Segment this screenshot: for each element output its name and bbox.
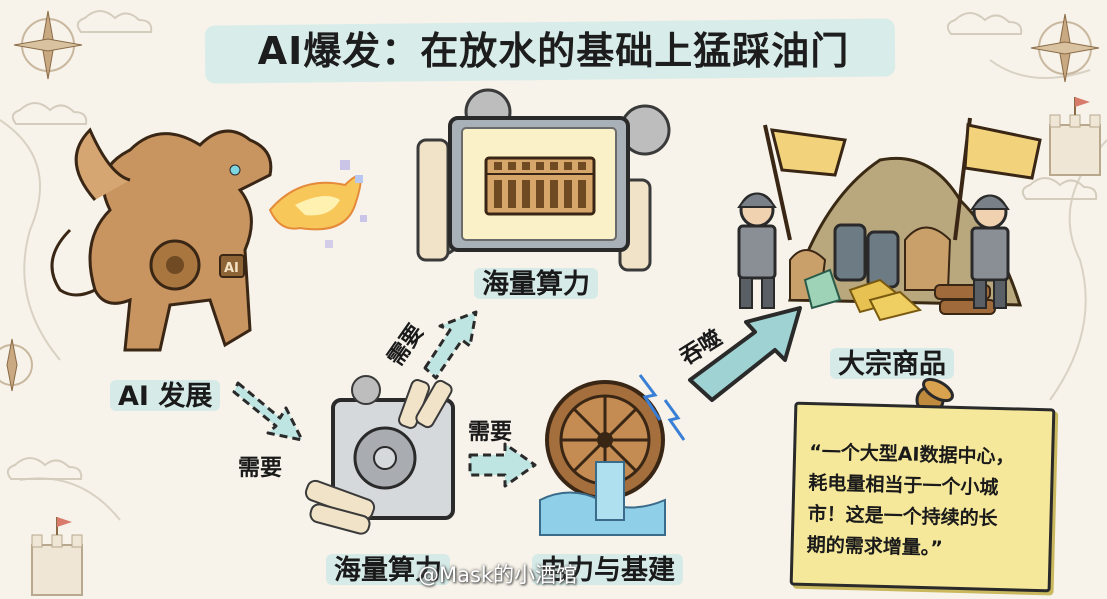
lightning-icon xyxy=(638,374,662,421)
node-label-ai: AI 发展 xyxy=(110,374,221,413)
node-label-power: 电力与基建 xyxy=(532,548,683,587)
arrow-power-to-commodities xyxy=(688,306,802,402)
flag-icon xyxy=(770,128,847,177)
node-label-power-text: 电力与基建 xyxy=(540,555,675,586)
soldier-icon xyxy=(953,117,1042,309)
castle-icon xyxy=(31,517,83,596)
watermark: @Mask的小酒馆 xyxy=(418,563,578,587)
soldier-icon xyxy=(737,124,847,309)
compass-icon xyxy=(13,10,83,80)
node-label-compute-mid-text: 海量算力 xyxy=(334,555,442,586)
arrow-ai-to-compute xyxy=(232,381,304,442)
flag-icon xyxy=(963,123,1042,180)
note-line: 期的需求增量。” xyxy=(806,533,944,560)
svg-text:AI: AI xyxy=(224,261,239,276)
castle-icon xyxy=(1049,97,1101,176)
node-label-commodities-text: 大宗商品 xyxy=(838,349,946,380)
commodities-pile xyxy=(787,156,1023,322)
sticky-note-text: “一个大型AI数据中心， 耗电量相当于一个小城 市！这是一个持续的长 期的需求增… xyxy=(806,437,1041,567)
gear-icon xyxy=(351,375,381,405)
cloud-decoration xyxy=(6,10,1098,480)
node-label-ai-text: AI 发展 xyxy=(118,381,213,412)
compute-top-panel xyxy=(416,88,671,272)
node-label-compute-mid: 海量算力 xyxy=(326,548,450,587)
node-label-compute-top-text: 海量算力 xyxy=(482,269,590,300)
arrow-compute-to-power xyxy=(468,442,537,488)
lightning-icon xyxy=(663,399,686,441)
abacus-icon xyxy=(484,156,596,216)
compute-mid-panel xyxy=(304,375,455,535)
node-label-commodities: 大宗商品 xyxy=(830,342,954,381)
mechanical-dragon-icon: AI xyxy=(50,127,273,352)
fire-breath-icon xyxy=(268,160,367,248)
edge-label-compute-to-power: 需要 xyxy=(468,420,513,445)
arrow-compute-to-compute-top xyxy=(423,310,478,380)
compass-icon xyxy=(0,338,33,392)
compass-icon xyxy=(1030,13,1100,83)
waterwheel-icon xyxy=(539,374,686,536)
page-title: AI爆发：在放水的基础上猛踩油门 xyxy=(257,29,850,73)
edge-label-ai-to-compute: 需要 xyxy=(238,456,283,481)
node-label-compute-top: 海量算力 xyxy=(474,262,598,301)
